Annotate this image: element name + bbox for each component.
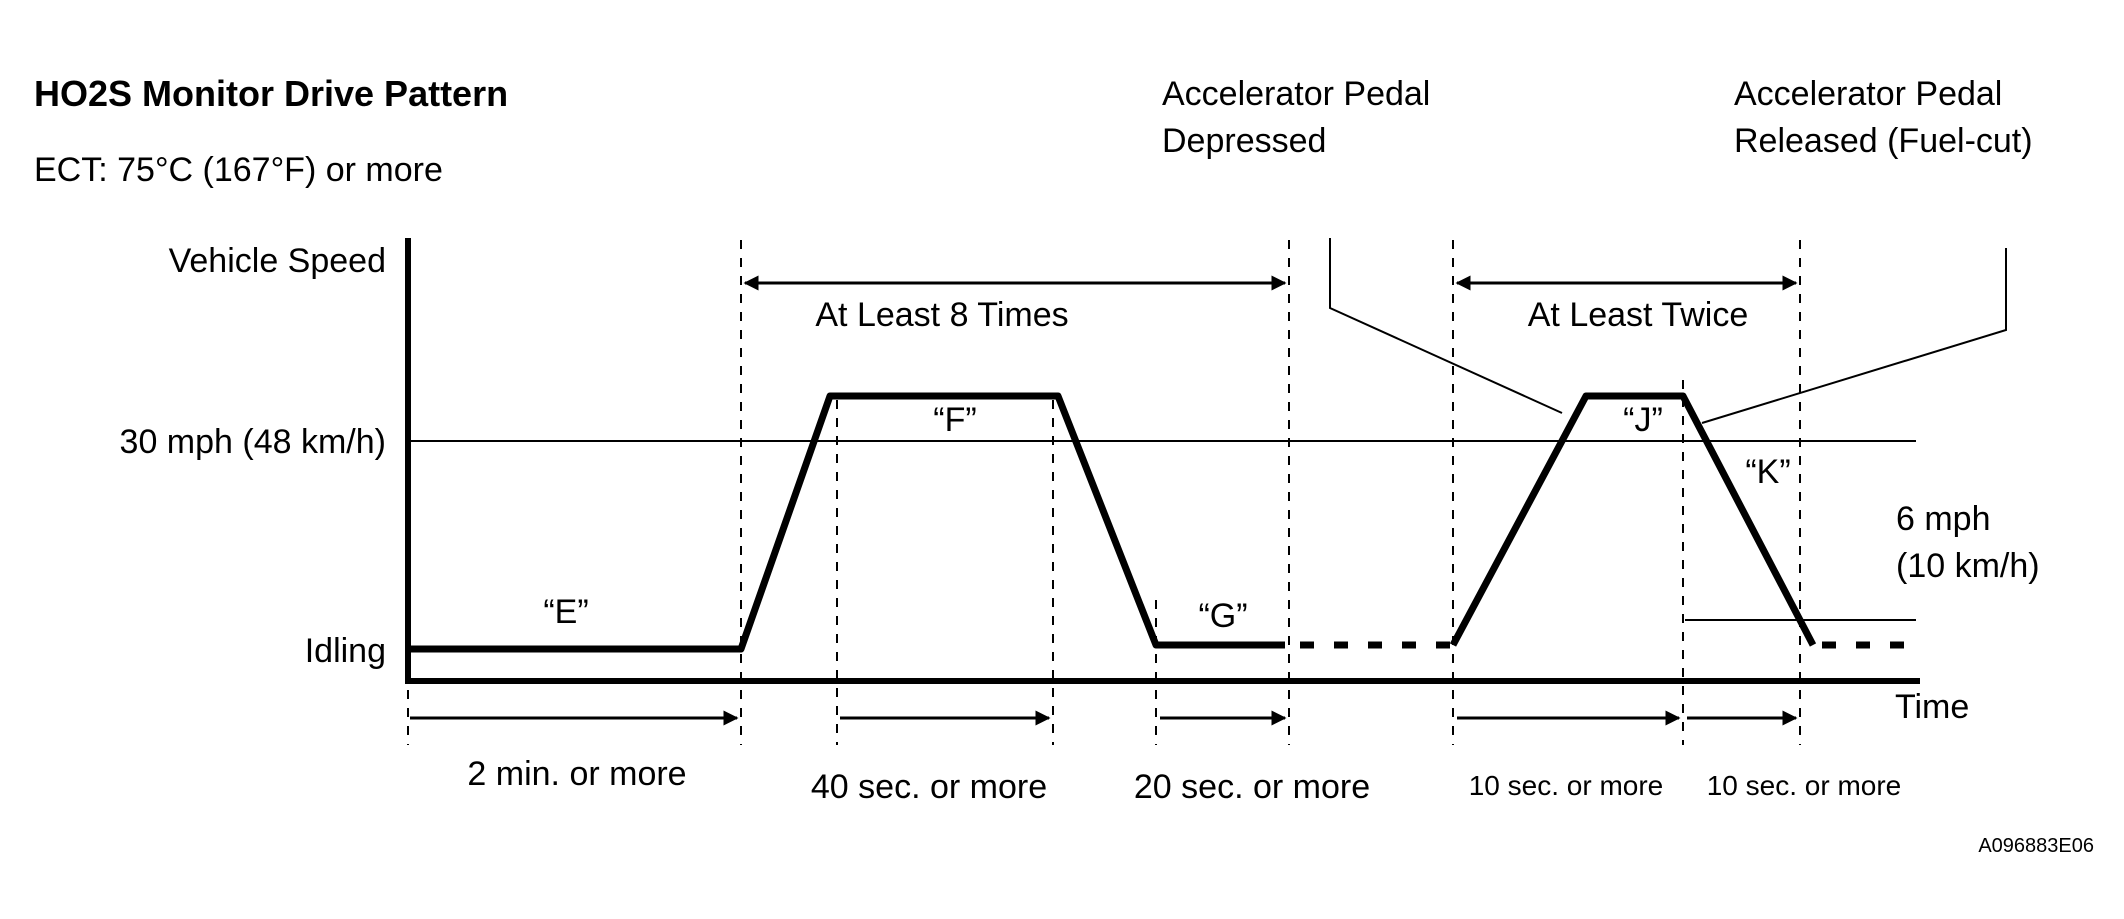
pedal-depressed-label-line2: Depressed — [1162, 122, 1326, 160]
duration-k-label: 10 sec. or more — [1707, 770, 1902, 801]
duration-e-label: 2 min. or more — [467, 755, 686, 793]
speed-profile-efg — [408, 392, 1285, 653]
step-k-label: “K” — [1745, 453, 1790, 491]
x-axis-title: Time — [1895, 688, 1969, 726]
step-j-label: “J” — [1623, 401, 1663, 439]
step-e-label: “E” — [543, 593, 588, 631]
pedal-depressed-label-line1: Accelerator Pedal — [1162, 75, 1430, 113]
duration-g-label: 20 sec. or more — [1134, 768, 1370, 806]
speed-profile-jk — [1449, 392, 1817, 647]
y-axis-title: Vehicle Speed — [169, 242, 386, 280]
repeat-twice-label: At Least Twice — [1528, 296, 1749, 334]
level-6mph-label-line2: (10 km/h) — [1896, 547, 2040, 585]
figure-code: A096883E06 — [1978, 835, 2094, 857]
level-idling-label: Idling — [305, 632, 386, 670]
diagram-title: HO2S Monitor Drive Pattern — [34, 73, 508, 114]
duration-j-label: 10 sec. or more — [1469, 770, 1664, 801]
pedal-released-leader — [1701, 248, 2007, 424]
pedal-released-label-line2: Released (Fuel-cut) — [1734, 122, 2033, 160]
step-f-label: “F” — [933, 401, 976, 439]
pedal-released-label-line1: Accelerator Pedal — [1734, 75, 2002, 113]
ect-condition: ECT: 75°C (167°F) or more — [34, 151, 443, 189]
duration-f-label: 40 sec. or more — [811, 768, 1047, 806]
pedal-depressed-leader — [1329, 238, 1563, 414]
step-g-label: “G” — [1198, 597, 1247, 635]
level-6mph-label-line1: 6 mph — [1896, 500, 1991, 538]
repeat-8-times-label: At Least 8 Times — [815, 296, 1068, 334]
level-30mph-label: 30 mph (48 km/h) — [120, 423, 386, 461]
